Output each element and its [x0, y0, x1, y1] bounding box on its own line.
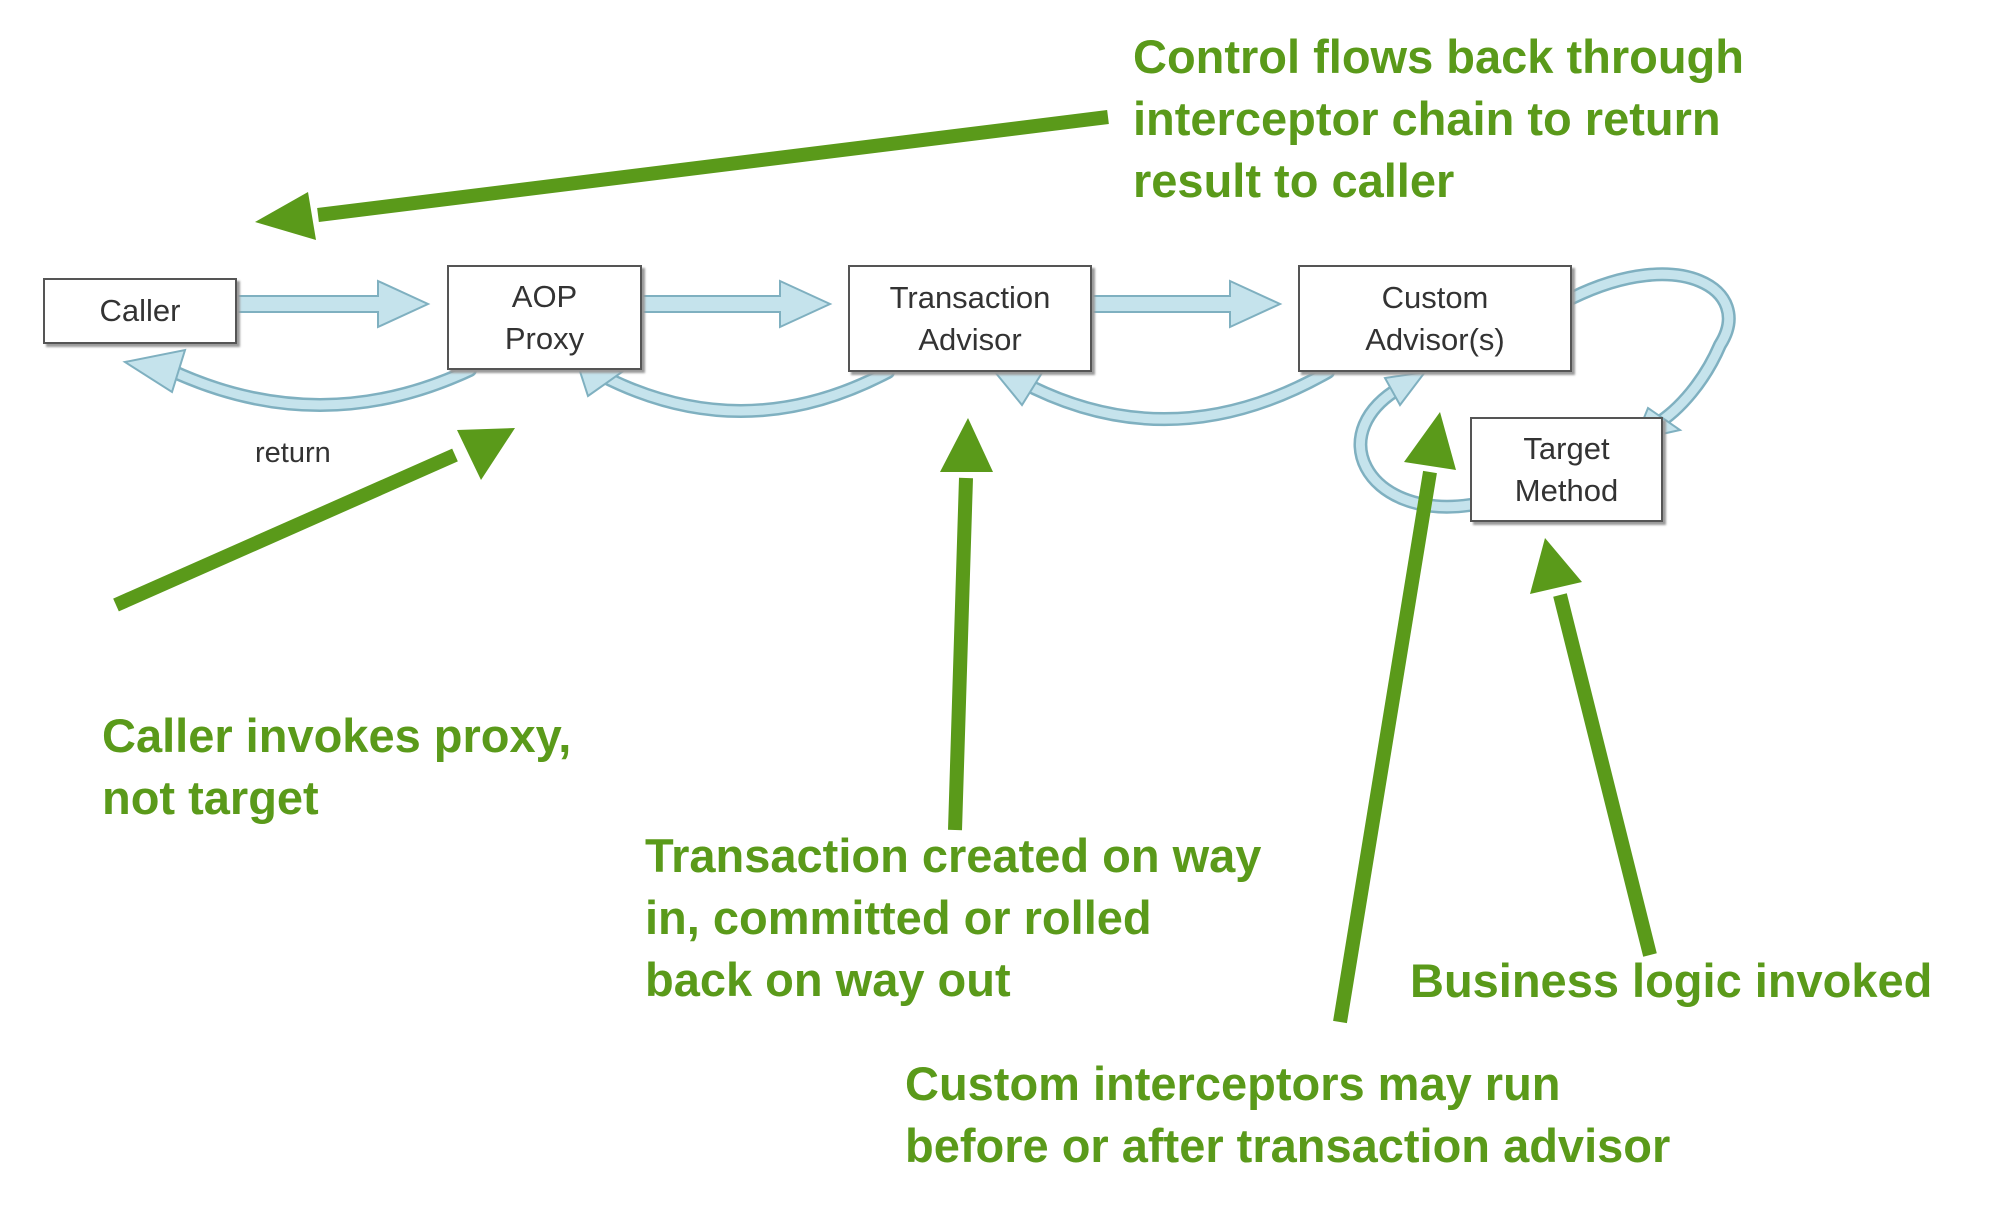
custom-advisors-box: Custom Advisor(s): [1298, 265, 1572, 372]
call-arrow-transaction-to-custom: [1091, 279, 1283, 329]
caller-box: Caller: [43, 278, 237, 344]
pointer-head-caller-invokes-proxy: [457, 428, 515, 480]
target-method-box: Target Method: [1470, 417, 1663, 522]
loop-arrowhead-custom: [1383, 370, 1428, 407]
return-label: return: [255, 437, 331, 469]
pointer-line-caller-invokes-proxy: [113, 448, 458, 612]
pointer-line-transaction-created: [948, 477, 973, 831]
annotation-transaction-created: Transaction created on way in, committed…: [645, 829, 1262, 1006]
annotation-custom-interceptors: Custom interceptors may run before or af…: [905, 1057, 1671, 1172]
return-arrowhead-caller: [122, 348, 187, 394]
pointer-line-custom-interceptors: [1333, 470, 1437, 1024]
aop-proxy-box: AOP Proxy: [447, 265, 642, 370]
transaction-advisor-box: Transaction Advisor: [848, 265, 1092, 372]
annotation-business-logic: Business logic invoked: [1410, 954, 1933, 1007]
pointer-line-business-logic: [1553, 593, 1657, 957]
call-arrow-caller-to-proxy: [236, 279, 431, 329]
annotation-caller-invokes-proxy: Caller invokes proxy, not target: [102, 709, 572, 824]
pointer-head-control-flows-back: [255, 192, 316, 240]
pointer-head-transaction-created: [940, 418, 993, 472]
pointer-head-business-logic: [1530, 538, 1582, 594]
call-arrow-proxy-to-transaction: [641, 279, 833, 329]
loop-arrow-custom-to-target: [1565, 267, 1736, 432]
pointer-line-control-flows-back: [317, 110, 1109, 222]
pointer-head-custom-interceptors: [1404, 412, 1456, 470]
annotation-control-flows-back: Control flows back through interceptor c…: [1133, 30, 1744, 207]
